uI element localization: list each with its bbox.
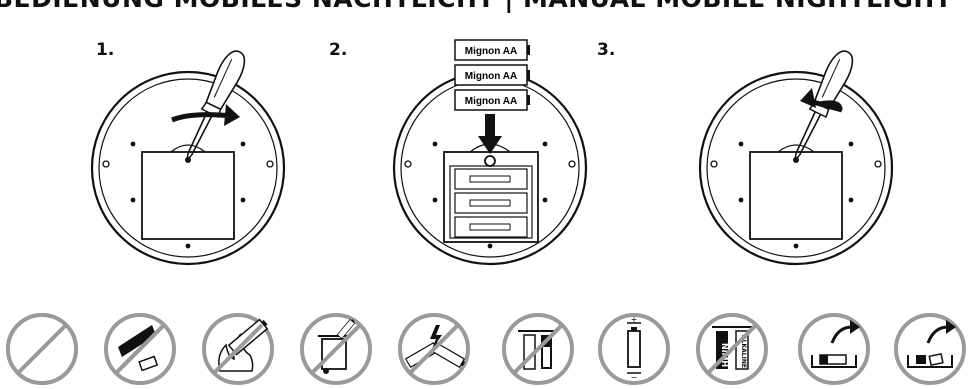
step-1-illustration bbox=[90, 46, 286, 266]
battery-label-3: Mignon AA bbox=[465, 96, 517, 107]
step-3-illustration bbox=[698, 46, 894, 266]
keep-away-from-children-icon bbox=[6, 313, 78, 385]
do-not-damage-battery-icon bbox=[104, 313, 176, 385]
step-number-3: 3. bbox=[597, 40, 616, 60]
do-not-short-circuit-icon bbox=[398, 313, 470, 385]
plus-sign: + bbox=[631, 315, 638, 324]
do-not-mix-battery-types-icon: NiMH ALKALINE bbox=[696, 313, 768, 385]
manual-title: BEDIENUNG MOBILES NACHTLICHT | MANUAL MO… bbox=[0, 0, 952, 13]
minus-sign: − bbox=[631, 373, 638, 382]
battery-label-2: Mignon AA bbox=[465, 71, 517, 82]
alkaline-label: ALKALINE bbox=[740, 335, 747, 368]
step-2-illustration: Mignon AA Mignon AA Mignon AA bbox=[392, 39, 588, 266]
do-not-burn-battery-icon bbox=[202, 313, 274, 385]
do-not-dispose-in-household-waste-icon bbox=[300, 313, 372, 385]
correct-polarity-icon: + − bbox=[598, 313, 670, 385]
do-not-mix-old-new-icon bbox=[502, 313, 574, 385]
battery-label-1: Mignon AA bbox=[465, 46, 517, 57]
step-number-2: 2. bbox=[329, 40, 348, 60]
remove-leaking-batteries-icon bbox=[894, 313, 966, 385]
remove-empty-batteries-icon bbox=[798, 313, 870, 385]
step-number-1: 1. bbox=[96, 40, 115, 60]
